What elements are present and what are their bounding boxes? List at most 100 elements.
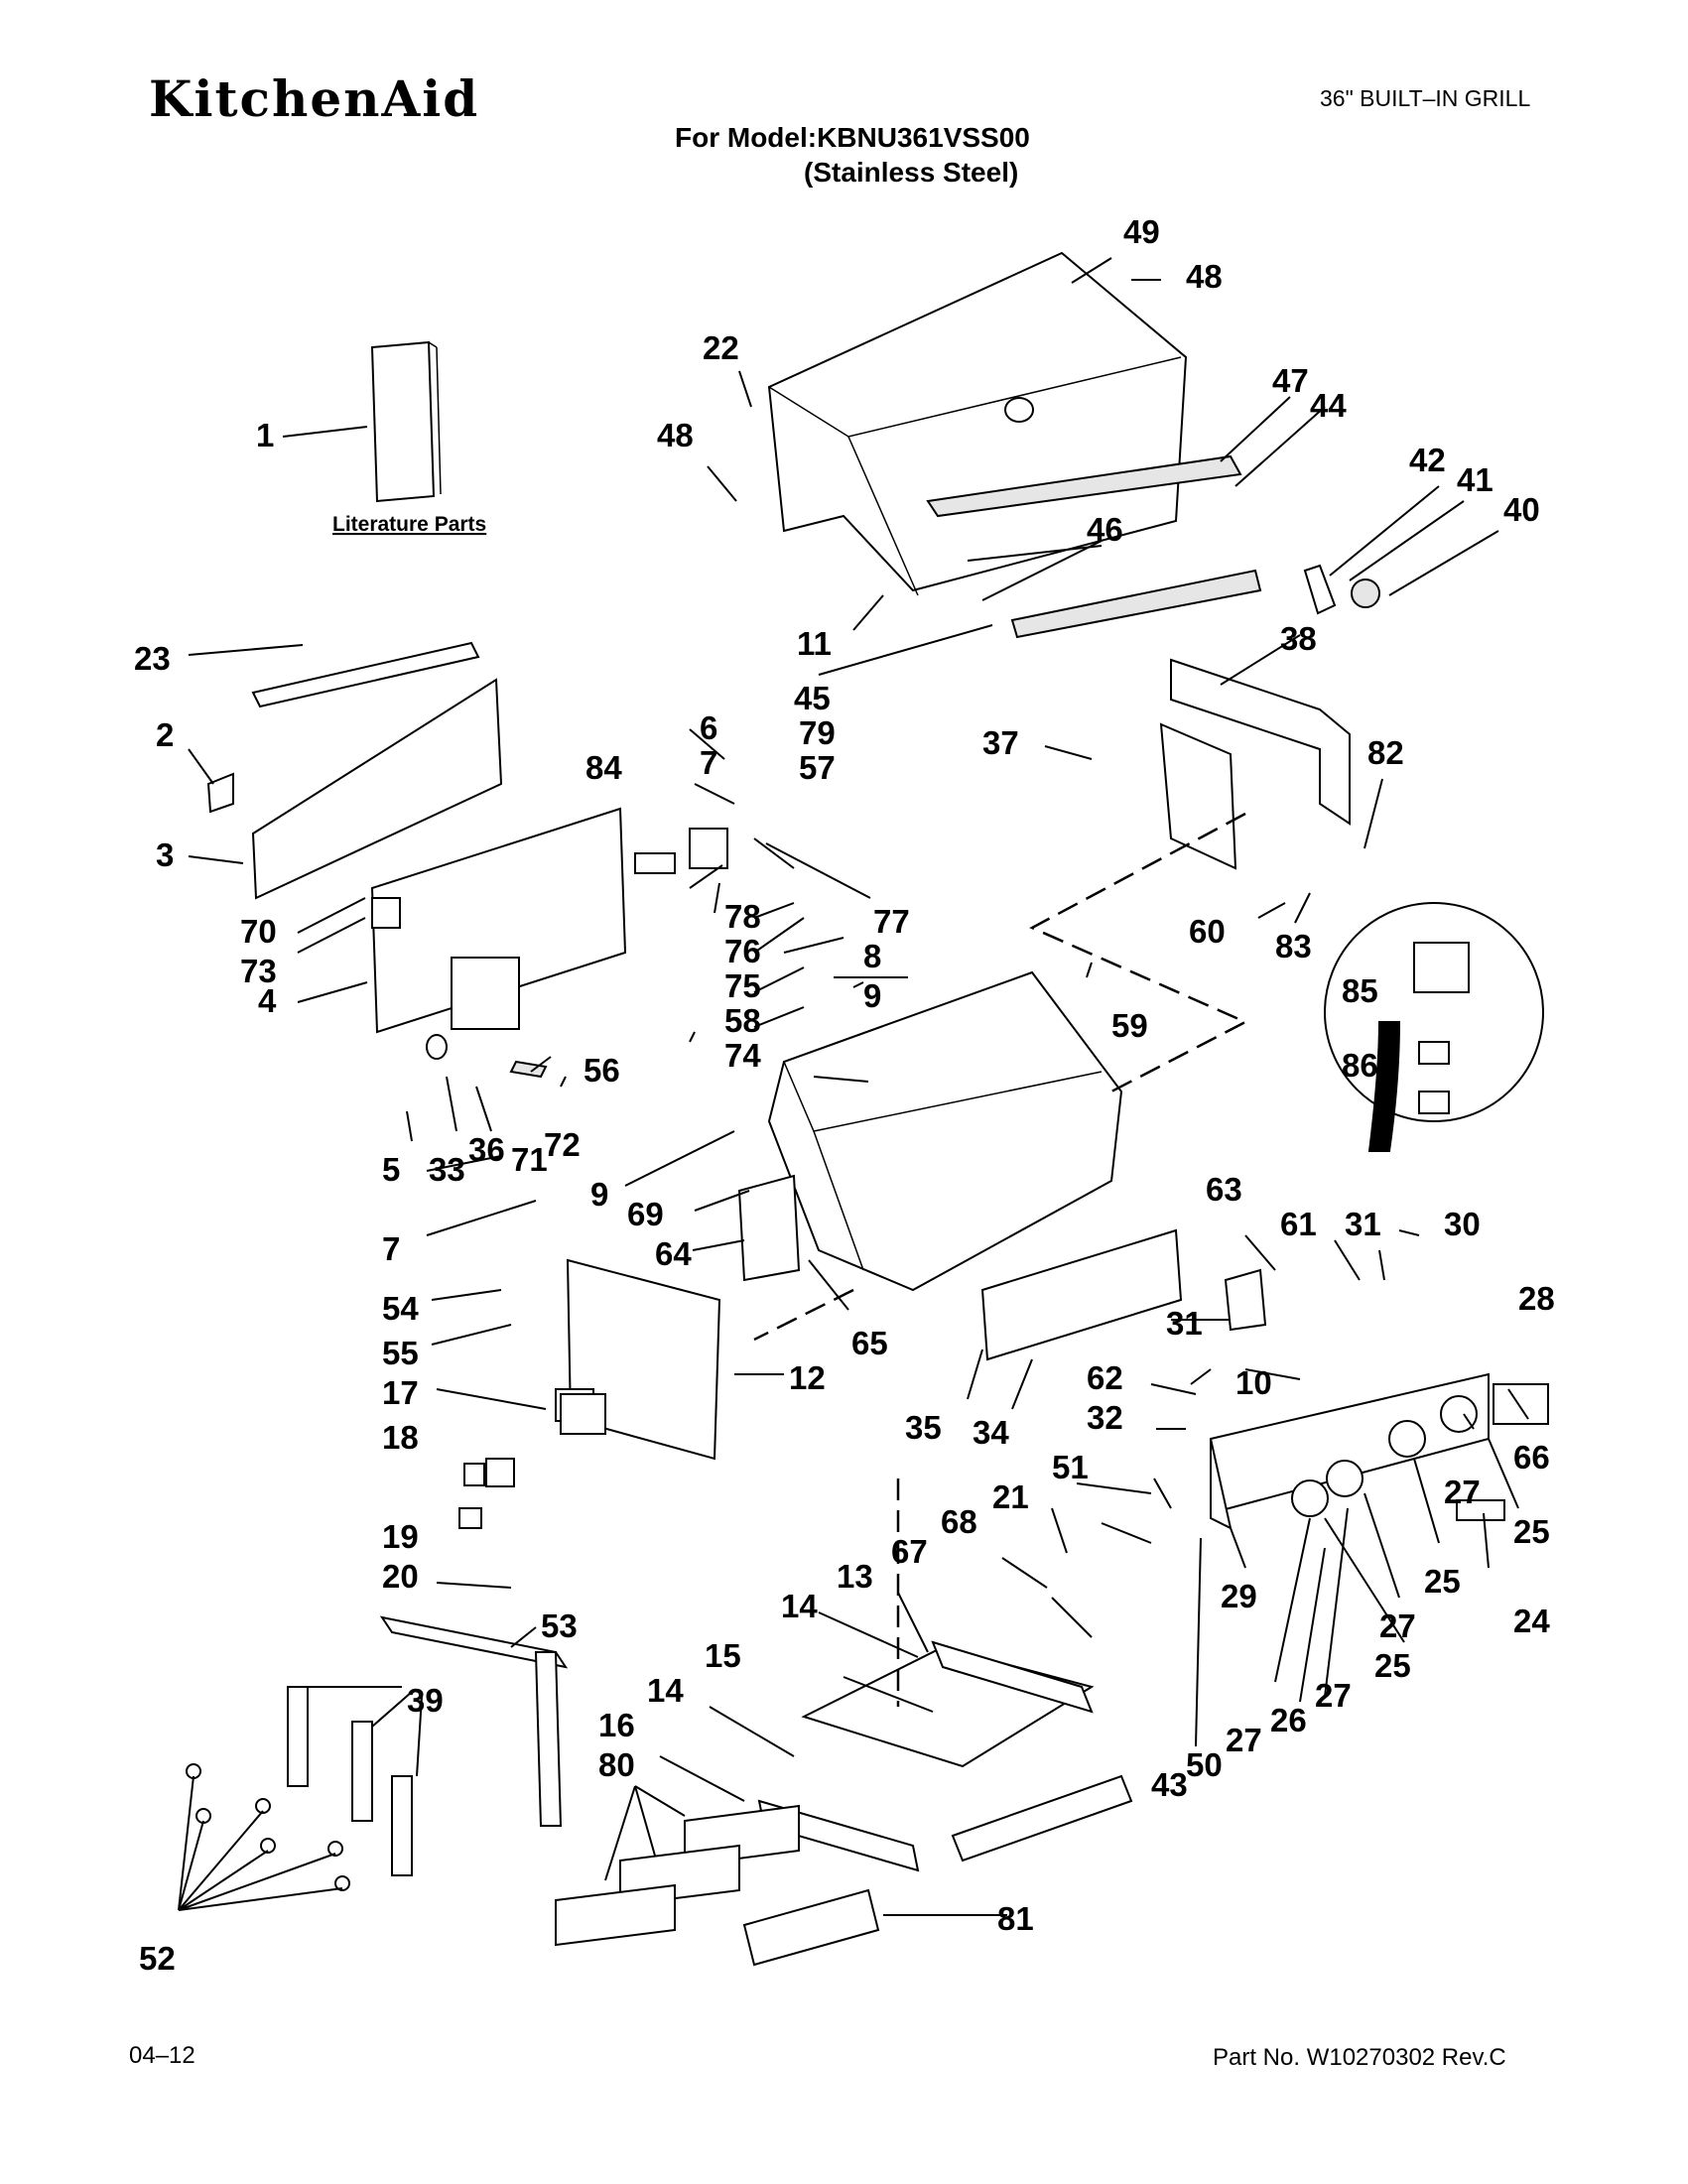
- callout-18: 18: [382, 1419, 419, 1456]
- grill-hood: [767, 251, 1188, 592]
- heat-shield: [370, 807, 627, 1034]
- callout-8: 8: [863, 938, 881, 974]
- callout-56: 56: [584, 1052, 620, 1089]
- callout-12: 12: [789, 1359, 826, 1396]
- flashing-strip: [251, 641, 480, 708]
- rotisserie-rod: [926, 454, 1242, 518]
- callout-26: 26: [1270, 1702, 1307, 1738]
- callout-48: 48: [1186, 258, 1223, 295]
- literature-book: [370, 340, 436, 503]
- callout-63: 63: [1206, 1171, 1242, 1208]
- callout-53: 53: [541, 1607, 578, 1644]
- callout-25b: 25: [1424, 1563, 1461, 1600]
- callout-21: 21: [992, 1478, 1029, 1515]
- callout-22: 22: [703, 329, 739, 366]
- callout-43: 43: [1151, 1766, 1188, 1803]
- callout-31: 31: [1345, 1206, 1381, 1242]
- literature-parts-label: Literature Parts: [332, 513, 486, 536]
- callout-29: 29: [1221, 1578, 1257, 1614]
- callout-78: 78: [724, 898, 761, 935]
- callout-13: 13: [837, 1558, 873, 1595]
- callout-32: 32: [1087, 1399, 1123, 1436]
- callout-80: 80: [598, 1746, 635, 1783]
- callout-3: 3: [156, 836, 174, 873]
- callout-54: 54: [382, 1290, 419, 1327]
- callout-83: 83: [1275, 928, 1312, 964]
- callout-67: 67: [891, 1533, 928, 1570]
- callout-65: 65: [851, 1325, 888, 1361]
- callout-37: 37: [982, 724, 1019, 761]
- callout-47: 47: [1272, 362, 1309, 399]
- callout-66: 66: [1513, 1439, 1550, 1476]
- callout-11: 11: [797, 625, 832, 662]
- callout-64: 64: [655, 1235, 692, 1272]
- callout-28: 28: [1518, 1280, 1555, 1317]
- callout-14: 14: [781, 1588, 818, 1624]
- callout-27d: 27: [1226, 1722, 1262, 1758]
- callout-7b: 7: [382, 1230, 400, 1267]
- callout-50: 50: [1186, 1746, 1223, 1783]
- callout-25: 25: [1513, 1513, 1550, 1550]
- callout-45: 45: [794, 680, 831, 716]
- callout-44: 44: [1310, 387, 1347, 424]
- leader-lines: [178, 257, 1529, 1916]
- part-shapes: [186, 251, 1549, 1967]
- callout-15: 15: [705, 1637, 741, 1674]
- callout-10: 10: [1235, 1364, 1272, 1401]
- callout-74: 74: [724, 1037, 761, 1074]
- callout-69: 69: [627, 1196, 664, 1232]
- callout-20: 20: [382, 1558, 419, 1595]
- callout-77: 77: [873, 903, 910, 940]
- callout-2: 2: [156, 716, 174, 753]
- callout-25c: 25: [1374, 1647, 1411, 1684]
- callout-73: 73: [240, 953, 277, 989]
- callout-71: 71: [511, 1141, 548, 1178]
- callout-61: 61: [1280, 1206, 1317, 1242]
- callout-31b: 31: [1166, 1305, 1203, 1342]
- callout-16: 16: [598, 1707, 635, 1743]
- callout-5: 5: [382, 1151, 400, 1188]
- model-number: For Model:KBNU361VSS00: [675, 122, 1030, 153]
- callout-30: 30: [1444, 1206, 1481, 1242]
- callout-1: 1: [256, 417, 274, 453]
- callout-38: 38: [1280, 620, 1317, 657]
- callout-42: 42: [1409, 442, 1446, 478]
- callout-70: 70: [240, 913, 277, 950]
- footer-date-code: 04–12: [129, 2042, 195, 2069]
- callout-79: 79: [799, 714, 836, 751]
- callout-33: 33: [429, 1151, 465, 1188]
- callout-49: 49: [1123, 213, 1160, 250]
- product-title: 36" BUILT–IN GRILL: [1320, 85, 1531, 111]
- callout-41: 41: [1457, 461, 1493, 498]
- firebox: [767, 970, 1123, 1292]
- callout-numbers: 1 2 3 4 5 6 7 7 8 9 9 10 11 12 13 14 14 …: [134, 213, 1555, 1977]
- callout-36: 36: [468, 1131, 505, 1168]
- callout-52: 52: [139, 1940, 176, 1977]
- callout-27c: 27: [1315, 1677, 1352, 1714]
- callout-55: 55: [382, 1335, 419, 1371]
- callout-76: 76: [724, 933, 761, 969]
- callout-9: 9: [863, 977, 881, 1014]
- callout-59: 59: [1111, 1007, 1148, 1044]
- callout-86: 86: [1342, 1047, 1378, 1084]
- rear-panel: [251, 678, 503, 900]
- model-finish: (Stainless Steel): [804, 157, 1019, 188]
- callout-17: 17: [382, 1374, 419, 1411]
- callout-40: 40: [1503, 491, 1540, 528]
- callout-6: 6: [700, 709, 717, 746]
- callout-46: 46: [1087, 511, 1123, 548]
- callout-82: 82: [1367, 734, 1404, 771]
- callout-24: 24: [1513, 1603, 1550, 1639]
- kitchenaid-logo: KitchenAid: [149, 69, 480, 128]
- callout-7: 7: [700, 744, 717, 781]
- callout-57: 57: [799, 749, 836, 786]
- callout-39: 39: [407, 1682, 444, 1719]
- callout-19: 19: [382, 1518, 419, 1555]
- callout-34: 34: [973, 1414, 1009, 1451]
- callout-85: 85: [1342, 972, 1378, 1009]
- callout-72: 72: [544, 1126, 581, 1163]
- callout-48b: 48: [657, 417, 694, 453]
- callout-58: 58: [724, 1002, 761, 1039]
